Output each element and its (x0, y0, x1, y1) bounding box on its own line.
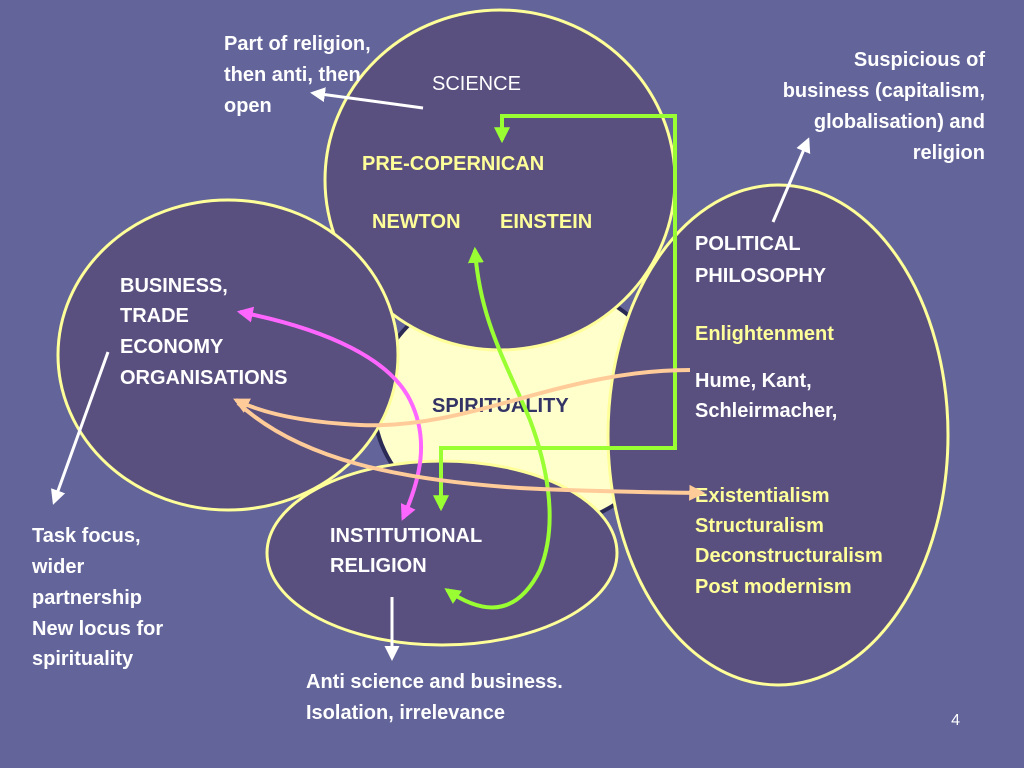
political-movement-3: Deconstructuralism (695, 545, 883, 567)
spirituality-title: SPIRITUALITY (432, 395, 569, 417)
business-note-line-4: New locus for (32, 618, 163, 640)
business-line-4: ORGANISATIONS (120, 367, 287, 389)
science-note-line-2: then anti, then (224, 64, 361, 86)
institutional-line-1: INSTITUTIONAL (330, 525, 482, 547)
political-philosophy-ellipse (606, 183, 950, 687)
business-note-line-3: partnership (32, 587, 142, 609)
business-note-arrow (51, 351, 110, 505)
business-circle (56, 198, 400, 512)
business-line-3: ECONOMY (120, 336, 224, 358)
political-note-line-4: religion (913, 142, 985, 164)
business-note-line-1: Task focus, (32, 525, 141, 547)
political-thinkers-1: Hume, Kant, (695, 370, 812, 392)
political-note-line-3: globalisation) and (814, 111, 985, 133)
institutional-line-2: RELIGION (330, 555, 427, 577)
political-title-2: PHILOSOPHY (695, 265, 827, 287)
institutional-note-line-2: Isolation, irrelevance (306, 702, 505, 724)
institutional-note-line-1: Anti science and business. (306, 671, 563, 693)
business-note-line-5: spirituality (32, 648, 134, 670)
political-note-arrow (771, 137, 811, 223)
political-enlightenment: Enlightenment (695, 323, 834, 345)
science-note-line-1: Part of religion, (224, 33, 371, 55)
political-note-line-2: business (capitalism, (783, 80, 985, 102)
political-movement-1: Existentialism (695, 485, 830, 507)
science-item-newton: NEWTON (372, 211, 461, 233)
science-note-arrow (310, 87, 424, 110)
science-item-einstein: EINSTEIN (500, 211, 592, 233)
peach-curve-arrow-2 (236, 401, 706, 501)
peach-curve-arrow-1 (233, 368, 691, 428)
political-movement-2: Structuralism (695, 515, 824, 537)
science-item-pre-copernican: PRE-COPERNICAN (362, 153, 544, 175)
green-curve-arrow (444, 246, 552, 610)
page-number: 4 (951, 712, 960, 729)
business-line-1: BUSINESS, (120, 275, 228, 297)
green-bracket-arrow (433, 114, 677, 512)
political-title-1: POLITICAL (695, 233, 801, 255)
political-movement-4: Post modernism (695, 576, 852, 598)
political-thinkers-2: Schleirmacher, (695, 400, 837, 422)
science-title: SCIENCE (432, 73, 521, 95)
political-note-line-1: Suspicious of (854, 49, 985, 71)
science-note-line-3: open (224, 95, 272, 117)
business-note-line-2: wider (31, 556, 84, 578)
business-line-2: TRADE (120, 305, 189, 327)
